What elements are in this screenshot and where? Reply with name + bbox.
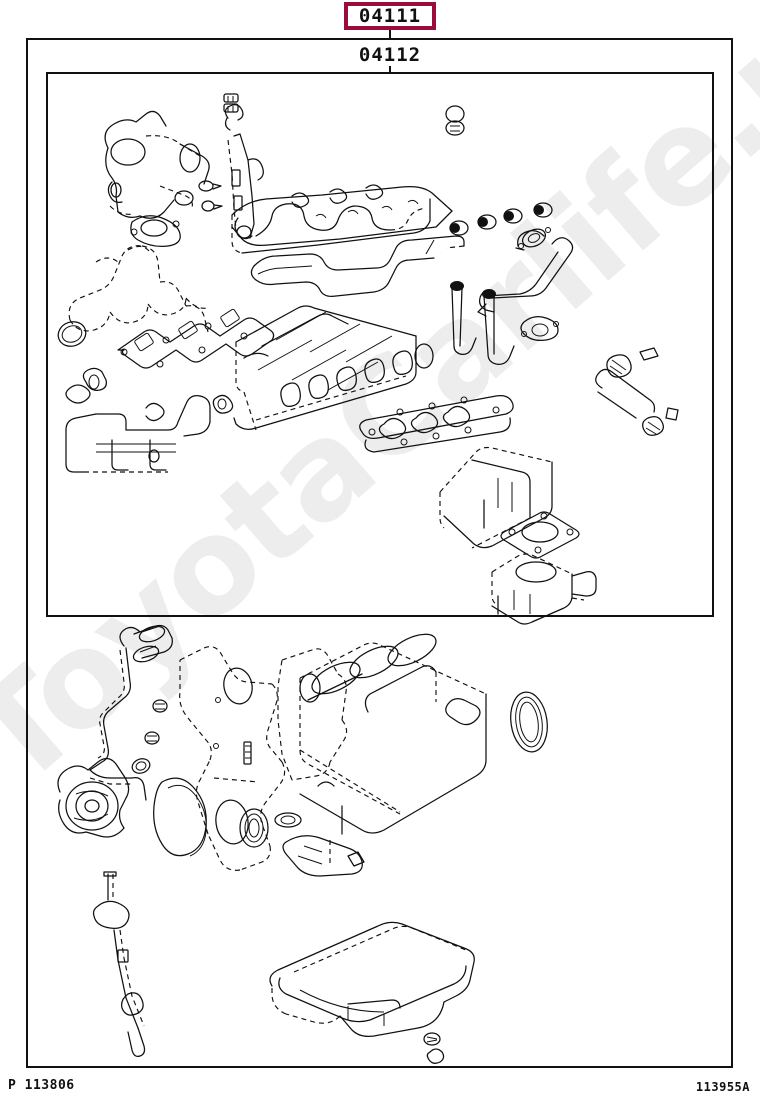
part-number-secondary-label: 04112: [358, 43, 422, 66]
part-cylinder-block: [299, 633, 487, 864]
part-oil-strainer-pipe: [89, 624, 173, 801]
part-throttle-body-gasket: [500, 511, 580, 559]
part-water-outlet-gasket: [130, 215, 181, 247]
part-oil-pan: [269, 921, 475, 1037]
part-intake-chamber: [439, 446, 553, 549]
part-oil-strainer: [274, 812, 365, 877]
part-cylinder-head: [233, 305, 434, 431]
part-water-pump-gasket: [153, 777, 207, 857]
part-oil-pump-seal: [239, 808, 269, 848]
part-intake-valve: [450, 281, 477, 355]
part-water-outlet-housing: [104, 110, 210, 219]
part-timing-cover-gasket: [277, 648, 348, 781]
callout-leader-line-lower: [389, 64, 391, 74]
part-water-pump: [57, 757, 130, 838]
part-oil-level-dipstick: [92, 871, 146, 1057]
part-drain-plug: [423, 1032, 445, 1064]
part-valve-stem-seals: [445, 105, 553, 236]
sheet-code-left: P 113806: [8, 1078, 75, 1093]
part-exhaust-manifold-gasket: [117, 308, 275, 369]
part-stud-bolt-small: [198, 180, 223, 212]
part-throttle-body: [491, 553, 597, 625]
sheet-border-frame: [26, 38, 733, 1068]
sheet-code-right: 113955A: [695, 1080, 750, 1094]
part-number-primary-label: 04111: [358, 4, 422, 27]
part-number-callout-primary[interactable]: 04111: [344, 2, 436, 30]
part-intake-manifold: [68, 245, 209, 333]
part-number-callout-secondary[interactable]: 04112: [340, 44, 440, 66]
part-o-ring-seal-left: [57, 321, 87, 347]
part-exhaust-bracket: [65, 394, 234, 473]
part-engine-coolant-pipe: [223, 93, 264, 240]
part-exhaust-valve: [482, 289, 515, 365]
part-timing-chain-cover: [179, 646, 286, 871]
upper-assembly-group-frame: [46, 72, 714, 617]
callout-leader-line-upper: [389, 30, 391, 40]
part-camshaft-cover-gasket: [250, 235, 465, 297]
part-oil-pump-bolts: [131, 699, 168, 774]
part-oil-pipe-gasket: [520, 316, 559, 341]
part-rear-oil-seal: [510, 691, 548, 753]
part-intake-manifold-gasket: [359, 395, 514, 453]
part-oil-feed-pipe: [477, 227, 574, 317]
part-union-bolt-fittings: [595, 347, 679, 436]
part-small-valve-piece: [65, 367, 107, 404]
part-cylinder-head-cover: [231, 184, 453, 254]
